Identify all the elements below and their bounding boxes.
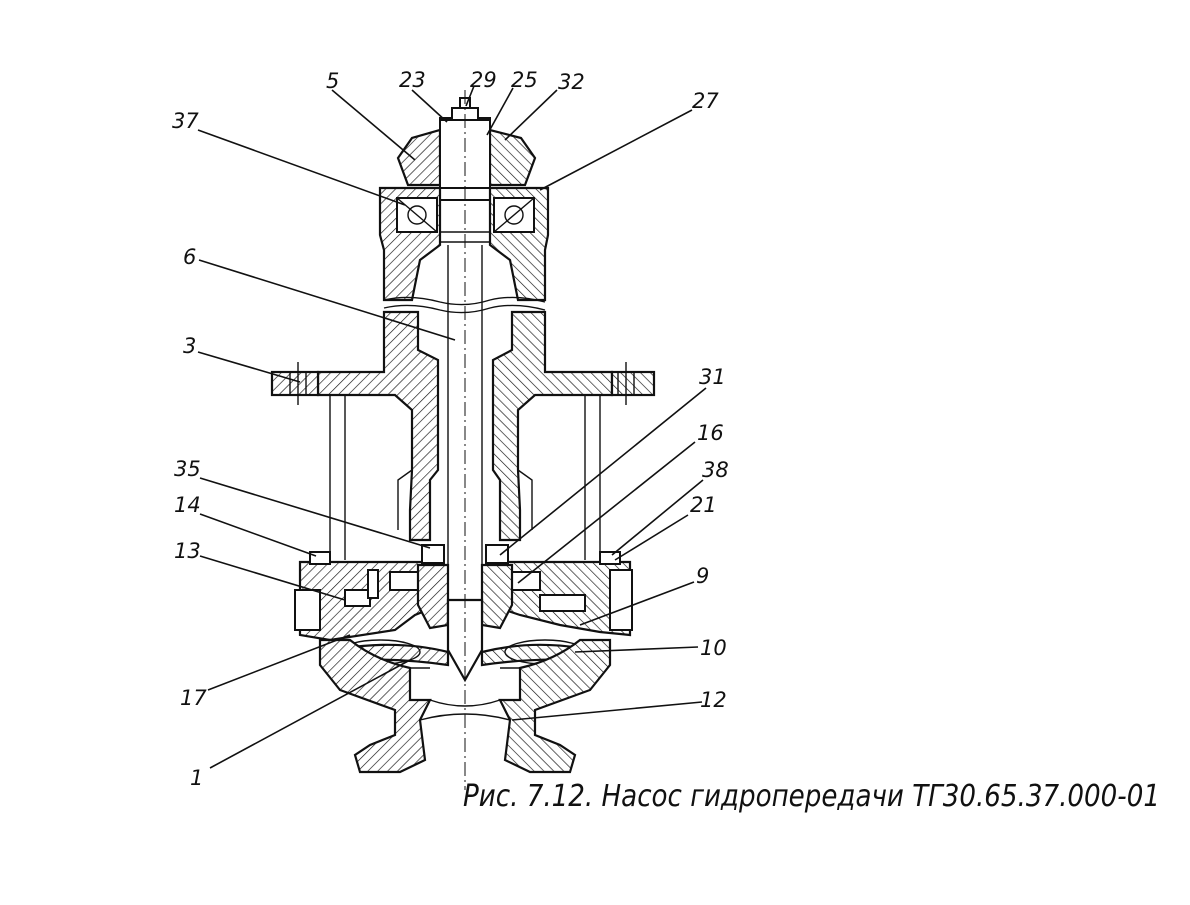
callout-3: 3 <box>183 334 196 358</box>
figure-caption: Рис. 7.12. Насос гидропередачи ТГ30.65.3… <box>463 779 1160 814</box>
callout-1: 1 <box>190 766 203 790</box>
impeller <box>339 598 586 683</box>
callout-35: 35 <box>174 457 201 481</box>
callout-10: 10 <box>700 636 727 660</box>
callout-6: 6 <box>183 245 196 269</box>
callout-17: 17 <box>180 686 207 710</box>
callout-21: 21 <box>690 493 717 517</box>
callout-32: 32 <box>558 70 585 94</box>
callout-31: 31 <box>699 365 726 389</box>
callout-12: 12 <box>700 688 727 712</box>
bearing-housing <box>378 186 550 302</box>
callout-labels: 5 23 29 25 32 27 37 6 3 31 16 38 35 21 1… <box>172 68 729 790</box>
callout-27: 27 <box>692 89 719 113</box>
lower-housing <box>294 544 633 642</box>
callout-38: 38 <box>702 458 729 482</box>
inlet-casing <box>318 638 612 774</box>
callout-37: 37 <box>172 109 199 133</box>
callout-14: 14 <box>174 493 201 517</box>
leader-lines <box>197 85 707 769</box>
main-housing <box>270 310 656 560</box>
bevel-gear <box>396 117 537 189</box>
callout-23: 23 <box>399 68 426 92</box>
callout-13: 13 <box>174 539 201 563</box>
callout-9: 9 <box>696 564 709 588</box>
callout-16: 16 <box>697 421 724 445</box>
callout-5: 5 <box>326 69 339 93</box>
callout-25: 25 <box>511 68 538 92</box>
callout-29: 29 <box>470 68 497 92</box>
